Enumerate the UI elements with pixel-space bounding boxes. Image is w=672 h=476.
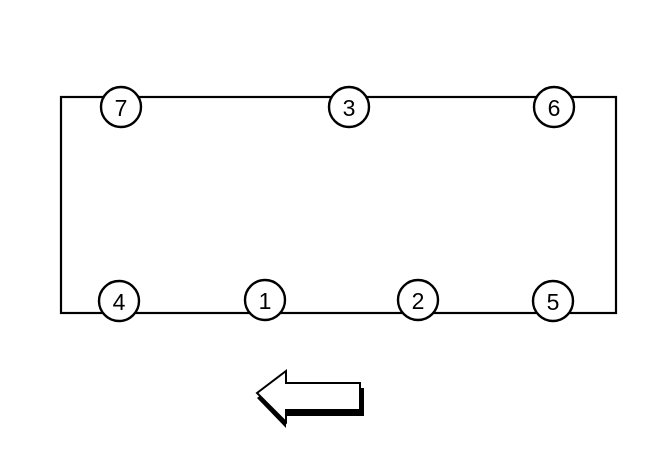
bolt-bottom-1: 4 [97, 279, 141, 323]
bolt-number: 4 [113, 289, 126, 315]
bolt-circle [97, 279, 141, 323]
bolt-circle [531, 279, 575, 323]
bolt-number: 1 [259, 288, 272, 314]
bolt-number: 6 [548, 95, 561, 121]
bolt-number: 5 [547, 289, 560, 315]
bolt-circle [99, 85, 143, 129]
bolt-bottom-3: 2 [396, 278, 440, 322]
bolt-number: 3 [343, 95, 356, 121]
bolt-number: 2 [412, 288, 425, 314]
bolt-number: 7 [115, 95, 128, 121]
bolt-circle [532, 85, 576, 129]
arrow-body [255, 368, 361, 425]
bolt-top-center: 3 [327, 85, 371, 129]
bolt-circle [396, 278, 440, 322]
part-outline [59, 95, 618, 315]
bolt-circle [327, 85, 371, 129]
left-arrow-icon [255, 368, 364, 428]
bolt-top-left: 7 [99, 85, 143, 129]
bolt-circle [243, 278, 287, 322]
bolt-bottom-4: 5 [531, 279, 575, 323]
bolt-bottom-2: 1 [243, 278, 287, 322]
bolt-top-right: 6 [532, 85, 576, 129]
